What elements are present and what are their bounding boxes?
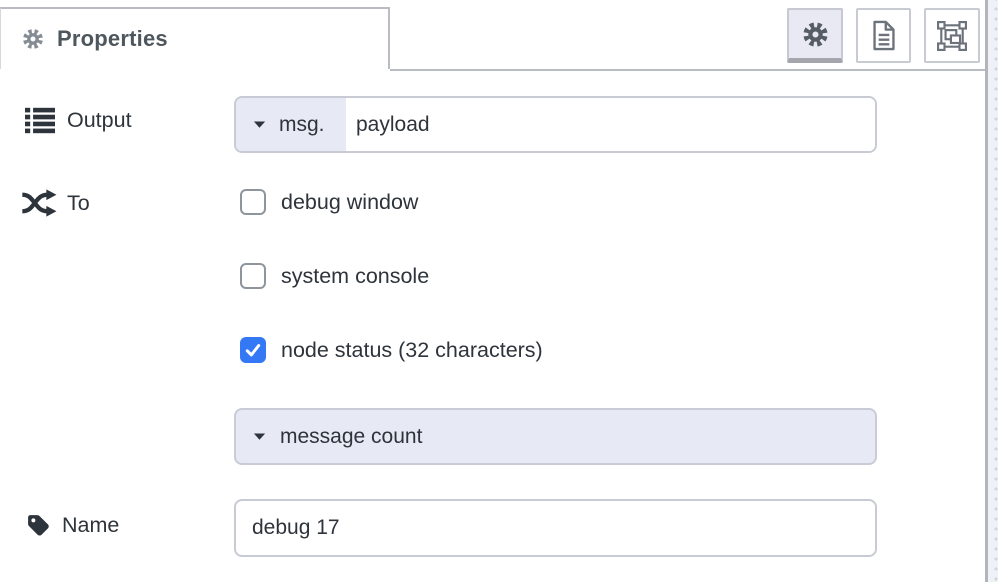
debug-window-checkbox[interactable] [240,189,266,215]
properties-tab-button[interactable] [787,8,843,63]
node-status-checkbox[interactable] [240,337,266,363]
output-type-select-button[interactable]: msg. [236,98,346,151]
appearance-icon [937,20,967,51]
system-console-checkbox-row[interactable]: system console [240,263,429,289]
tab-properties[interactable]: Properties [0,7,390,69]
name-label: Name [26,513,119,538]
header-divider [390,69,986,71]
output-typed-input: msg. [234,96,877,153]
caret-down-icon [253,432,266,441]
system-console-label: system console [281,263,430,288]
status-type-value: message count [280,424,423,448]
appearance-tab-button[interactable] [924,8,980,63]
to-label: To [21,188,90,218]
name-input[interactable] [234,499,877,557]
gear-icon [802,21,829,48]
output-label-text: Output [67,108,132,132]
output-type-prefix: msg. [279,112,325,136]
tag-icon [26,513,51,538]
status-type-select[interactable]: message count [234,408,877,465]
gear-icon [22,28,44,50]
debug-window-label: debug window [281,189,419,214]
document-icon [871,20,897,51]
node-status-label: node status (32 characters) [281,337,543,362]
output-label: Output [25,107,132,134]
name-label-text: Name [62,513,120,537]
panel-right-border [985,0,988,582]
canvas-grid-strip [988,0,998,582]
caret-down-icon [253,120,266,129]
node-status-checkbox-row[interactable]: node status (32 characters) [240,337,543,363]
debug-window-checkbox-row[interactable]: debug window [240,189,418,215]
shuffle-icon [21,188,57,218]
tab-properties-label: Properties [57,26,168,51]
output-property-input[interactable] [346,98,875,151]
description-tab-button[interactable] [856,8,911,63]
to-label-text: To [67,190,90,215]
list-icon [25,107,55,134]
system-console-checkbox[interactable] [240,263,266,289]
